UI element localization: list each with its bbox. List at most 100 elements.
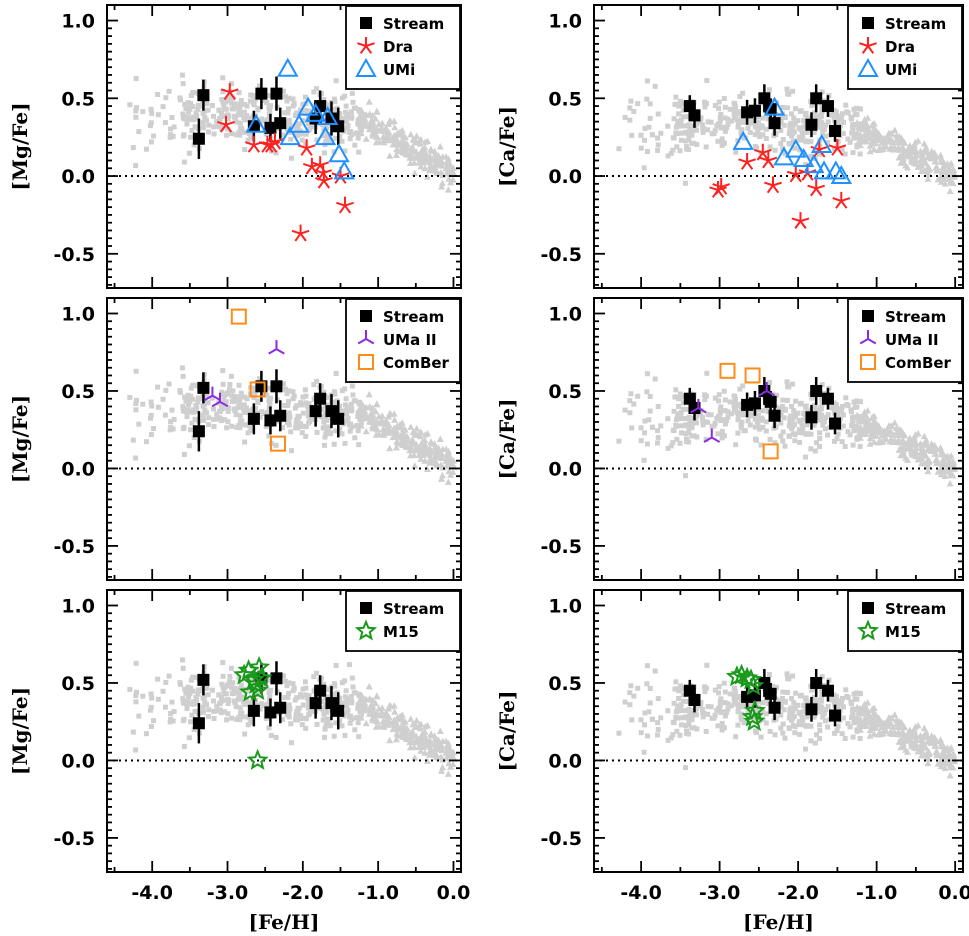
field-star bbox=[727, 399, 733, 405]
field-star bbox=[780, 721, 786, 727]
field-star bbox=[320, 706, 326, 712]
field-star bbox=[703, 393, 709, 399]
field-star bbox=[379, 721, 387, 728]
field-star bbox=[362, 719, 370, 727]
field-star bbox=[218, 110, 224, 116]
field-star bbox=[804, 431, 810, 437]
field-star bbox=[755, 412, 761, 418]
field-star bbox=[237, 713, 243, 719]
field-star bbox=[294, 132, 300, 138]
field-star bbox=[798, 692, 804, 698]
field-star bbox=[237, 705, 243, 711]
field-star bbox=[187, 409, 193, 415]
field-star bbox=[288, 740, 294, 746]
field-star bbox=[326, 716, 332, 722]
x-tick-label: -1.0 bbox=[856, 882, 898, 904]
field-star bbox=[357, 708, 363, 714]
field-star bbox=[642, 418, 648, 424]
field-star bbox=[874, 425, 882, 432]
field-star bbox=[321, 681, 327, 687]
data-point bbox=[813, 160, 835, 180]
field-star bbox=[393, 730, 401, 737]
field-star bbox=[719, 136, 725, 142]
plot-frame bbox=[106, 297, 462, 581]
field-star bbox=[722, 104, 728, 110]
field-star bbox=[195, 102, 201, 108]
field-star bbox=[209, 103, 215, 109]
y-tick-label: 0.0 bbox=[548, 750, 582, 772]
field-star bbox=[186, 399, 192, 405]
field-star bbox=[356, 734, 362, 740]
field-star bbox=[940, 451, 948, 458]
field-star bbox=[180, 373, 186, 379]
data-point bbox=[247, 120, 260, 133]
field-star bbox=[350, 99, 356, 105]
field-star bbox=[282, 678, 288, 684]
legend-label: Stream bbox=[383, 15, 444, 33]
field-star bbox=[699, 122, 705, 128]
field-star bbox=[355, 135, 361, 141]
field-star bbox=[286, 702, 292, 708]
field-star bbox=[822, 426, 828, 432]
field-star bbox=[421, 749, 429, 756]
data-point bbox=[805, 411, 818, 424]
field-star bbox=[677, 732, 683, 738]
field-star bbox=[214, 411, 220, 417]
field-star bbox=[379, 136, 387, 144]
field-star bbox=[796, 709, 802, 715]
field-star bbox=[149, 110, 155, 116]
field-star bbox=[211, 131, 217, 137]
data-point bbox=[315, 171, 333, 189]
field-star bbox=[895, 446, 903, 453]
field-star bbox=[865, 718, 873, 726]
field-star bbox=[778, 127, 784, 133]
field-star bbox=[722, 115, 728, 121]
field-star bbox=[629, 425, 635, 431]
field-star bbox=[204, 101, 210, 107]
field-star bbox=[343, 103, 349, 109]
field-star bbox=[133, 368, 139, 374]
field-star bbox=[169, 407, 175, 413]
field-star bbox=[342, 93, 348, 99]
y-tick-label: 1.0 bbox=[61, 303, 95, 325]
field-star bbox=[236, 692, 242, 698]
field-star bbox=[419, 741, 427, 748]
data-point bbox=[805, 118, 818, 131]
field-star bbox=[680, 400, 686, 406]
field-star bbox=[398, 141, 406, 149]
data-point bbox=[762, 443, 779, 460]
y-tick-label: -0.5 bbox=[540, 536, 582, 558]
field-star bbox=[155, 676, 161, 682]
field-star bbox=[728, 411, 734, 417]
field-star bbox=[222, 417, 228, 423]
field-star bbox=[324, 694, 330, 700]
field-star bbox=[337, 695, 343, 701]
field-star bbox=[444, 186, 452, 193]
field-star bbox=[417, 455, 425, 462]
field-star bbox=[332, 683, 338, 689]
field-star bbox=[160, 396, 166, 402]
field-star bbox=[725, 706, 731, 712]
series-m15 bbox=[725, 663, 766, 732]
field-star bbox=[343, 688, 349, 694]
field-star bbox=[780, 730, 786, 736]
field-star bbox=[727, 106, 733, 112]
field-star bbox=[799, 722, 805, 728]
field-star bbox=[238, 404, 244, 410]
field-star bbox=[869, 130, 877, 138]
legend-label: Stream bbox=[885, 600, 946, 618]
field-star bbox=[787, 711, 793, 717]
data-point bbox=[753, 143, 772, 161]
field-star bbox=[698, 411, 704, 417]
field-star bbox=[342, 732, 348, 738]
field-star bbox=[647, 700, 653, 706]
field-star bbox=[677, 440, 683, 446]
field-star bbox=[716, 690, 722, 696]
field-star bbox=[352, 727, 358, 733]
field-star bbox=[831, 114, 837, 120]
field-star bbox=[261, 118, 267, 124]
field-star bbox=[220, 684, 226, 690]
field-star bbox=[375, 430, 383, 438]
field-star bbox=[700, 714, 706, 720]
field-star bbox=[195, 691, 201, 697]
